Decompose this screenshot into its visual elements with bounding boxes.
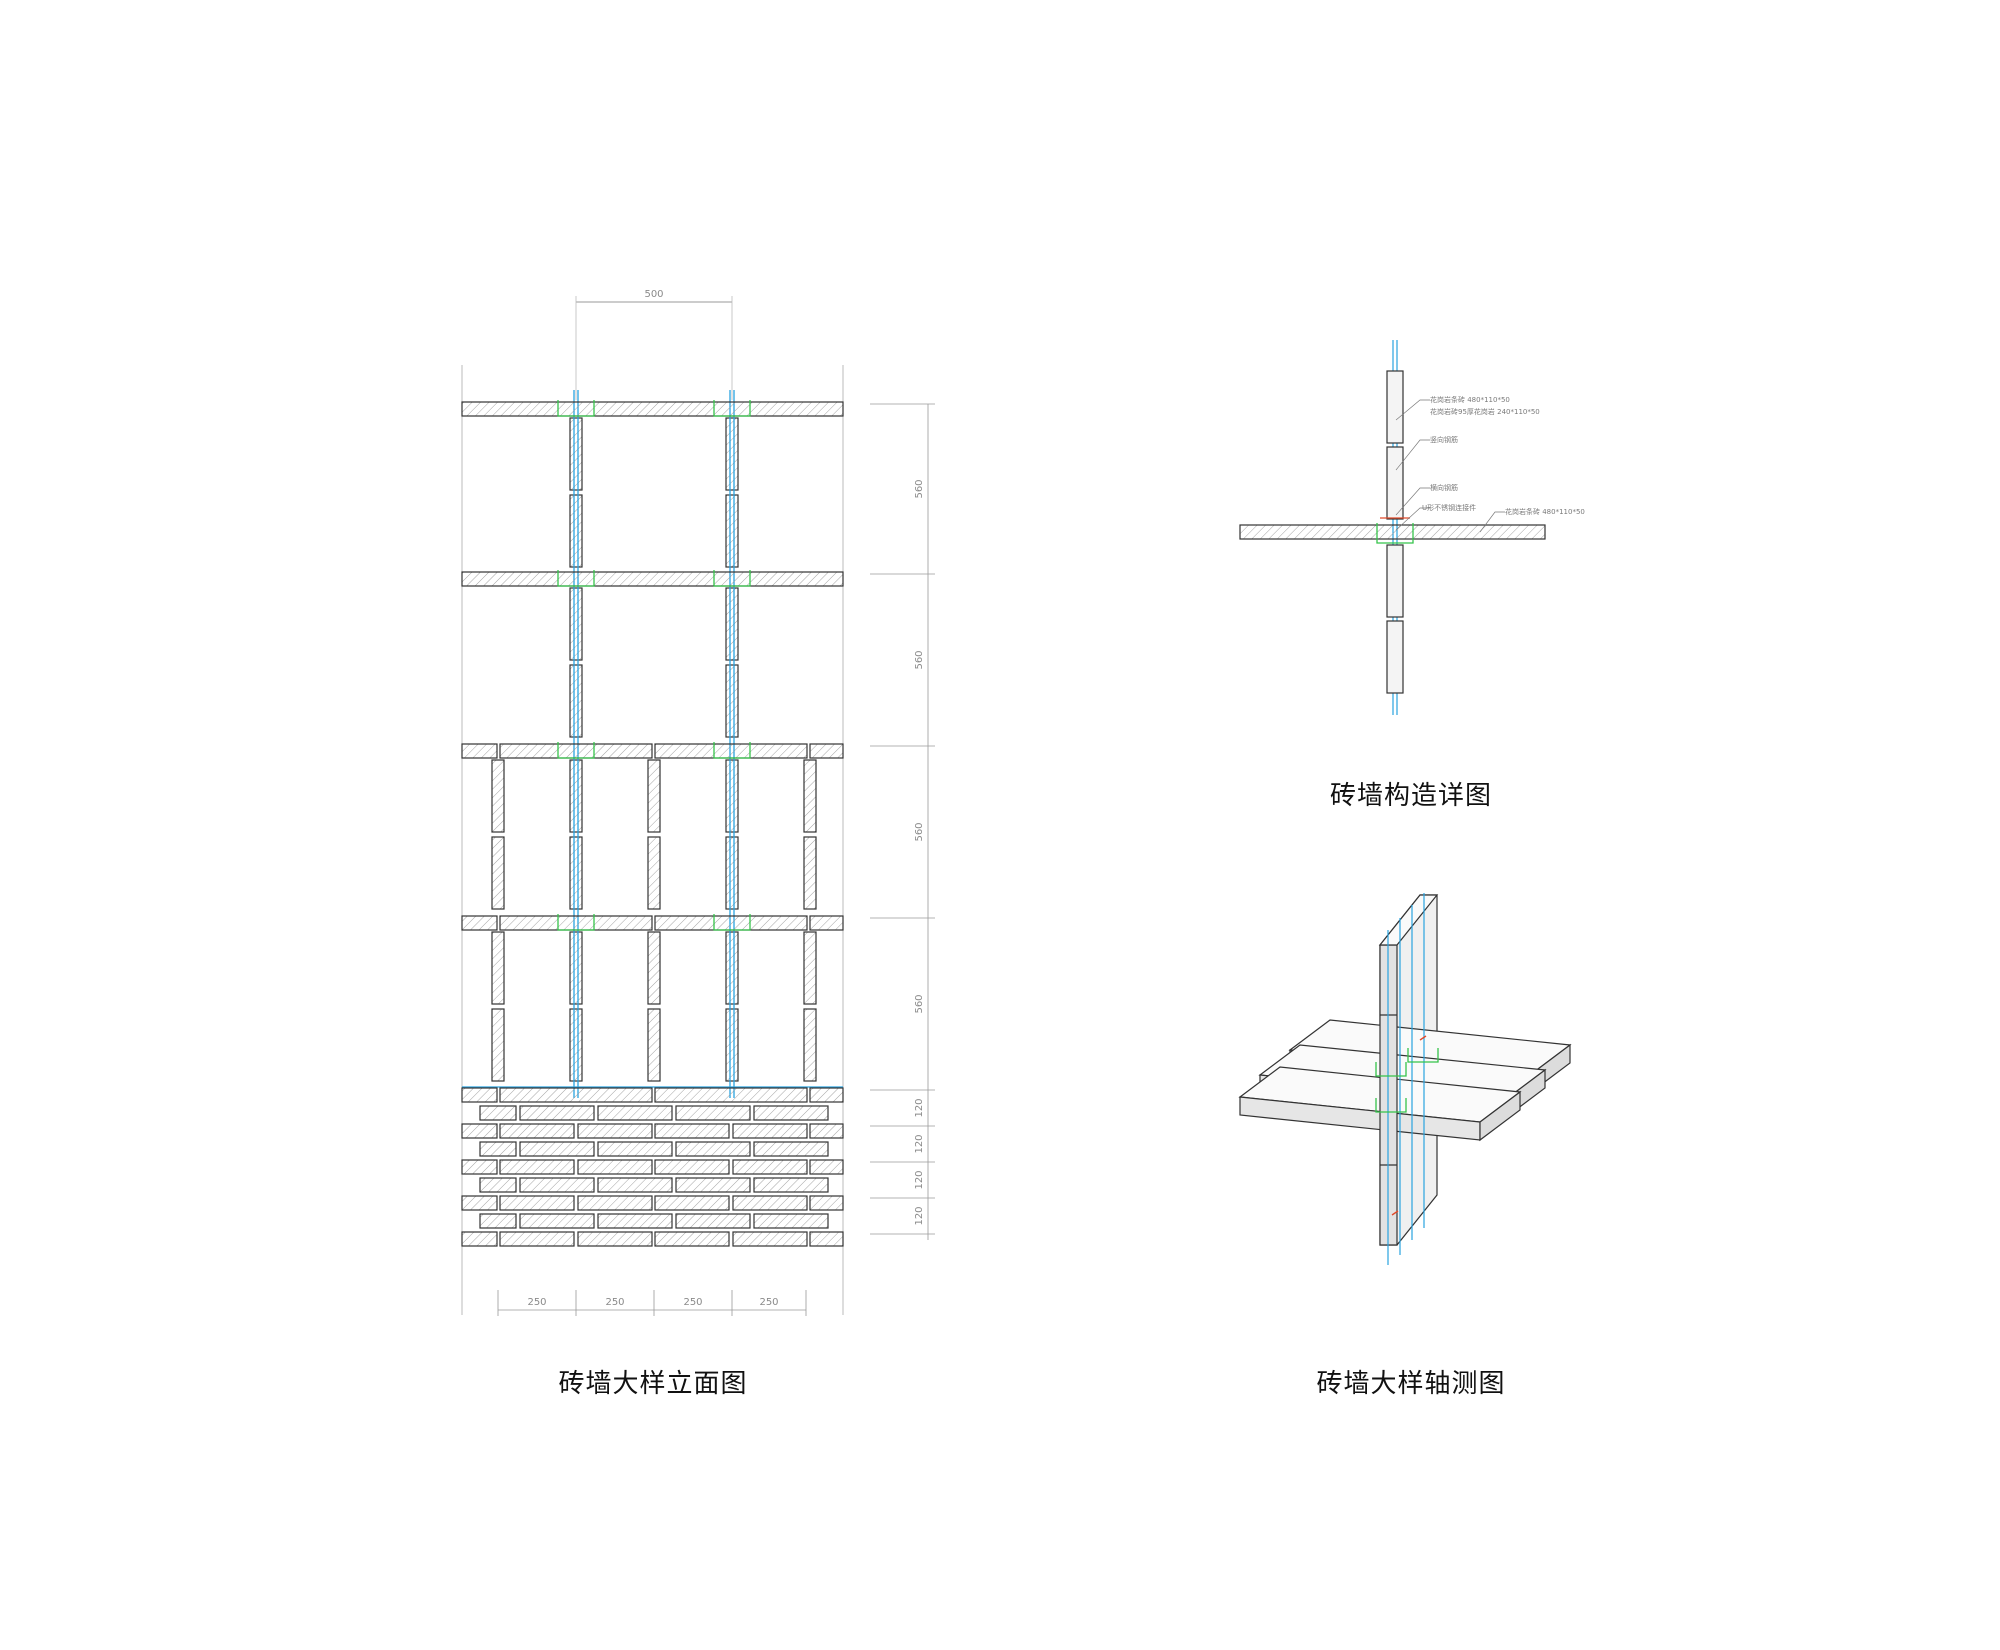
dim-b-3: 250 [683,1297,702,1308]
note-1: 花岗岩条砖 480*110*50 [1430,395,1510,404]
brick-courses [461,1105,844,1247]
dim-top: 500 [575,289,733,400]
dim-course-3: 120 [914,1170,925,1189]
dim-right [870,403,935,1240]
detail-drawing: 花岗岩条砖 480*110*50 花岗岩砖95厚花岗岩 240*110*50 竖… [1239,340,1585,715]
vertical-bars [491,417,817,1082]
horizontal-bars [461,401,844,1103]
note-6: 花岗岩条砖 480*110*50 [1505,507,1585,516]
note-5: U形不锈钢连接件 [1422,503,1476,512]
dim-top-label: 500 [644,289,663,300]
dim-v-2: 560 [914,650,925,669]
note-4: 横向钢筋 [1430,483,1458,492]
dim-course-1: 120 [914,1098,925,1117]
dim-b-4: 250 [759,1297,778,1308]
dim-v-4: 560 [914,994,925,1013]
dim-b-1: 250 [527,1297,546,1308]
note-3: 竖向钢筋 [1430,435,1458,444]
dim-v-1: 560 [914,479,925,498]
caption-elevation: 砖墙大样立面图 [558,1369,748,1399]
dim-b-2: 250 [605,1297,624,1308]
dim-course-2: 120 [914,1134,925,1153]
axon-drawing [1238,893,1572,1265]
dim-course-4: 120 [914,1206,925,1225]
note-2: 花岗岩砖95厚花岗岩 240*110*50 [1430,407,1540,416]
dim-bottom [497,1290,807,1316]
caption-detail: 砖墙构造详图 [1329,781,1493,811]
connectors [557,400,751,931]
dim-v-3: 560 [914,822,925,841]
elevation-drawing: 500 [461,289,935,1316]
caption-axon: 砖墙大样轴测图 [1316,1369,1506,1399]
